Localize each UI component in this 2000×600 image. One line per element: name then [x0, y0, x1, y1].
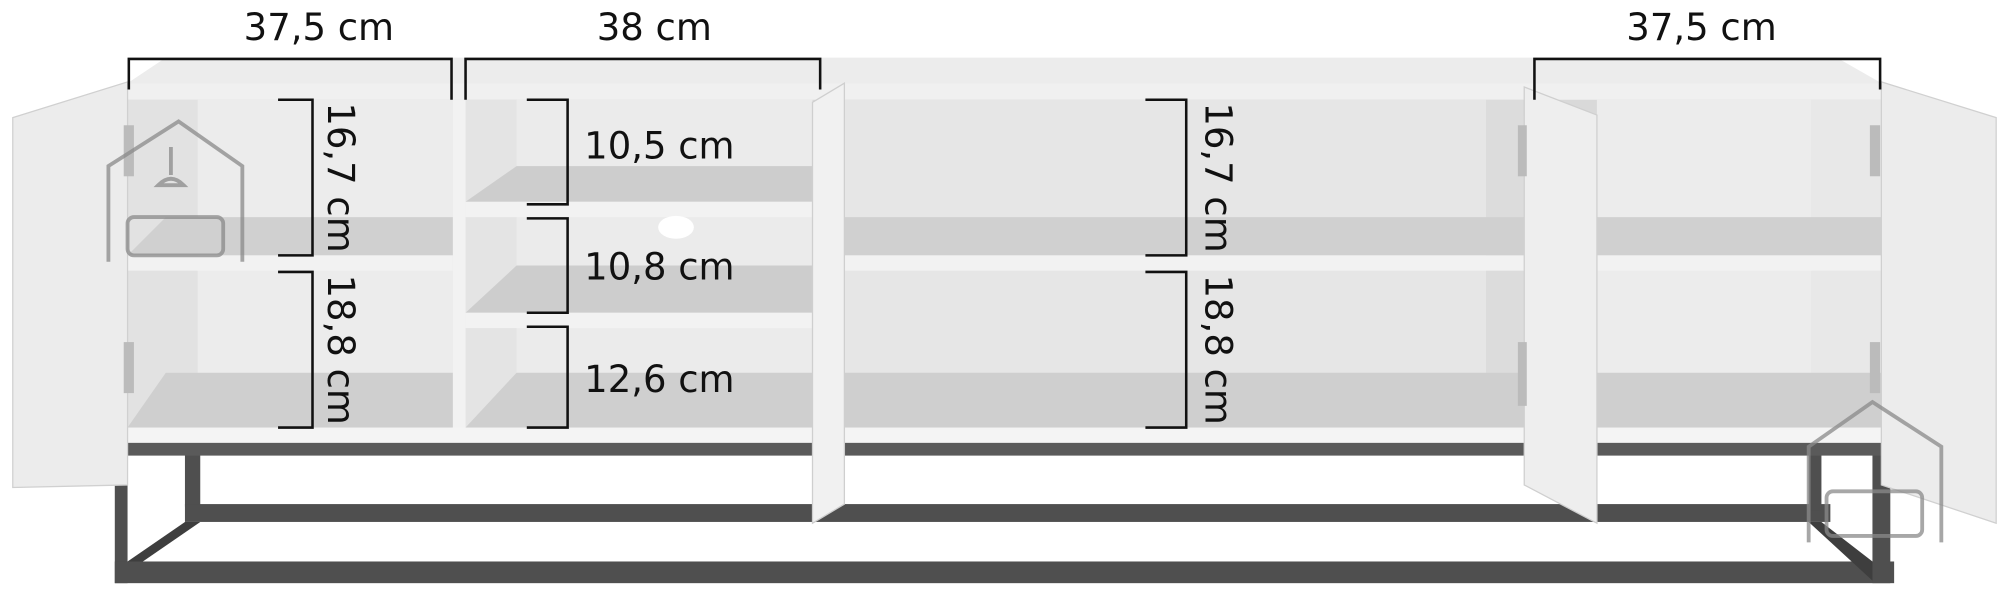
metal-frame: [114, 440, 1895, 584]
width-label-middle: 38 cm: [597, 6, 712, 49]
height-label-left-upper: 16,7 cm: [319, 102, 362, 252]
height-bracket-middle-mid: [526, 217, 569, 315]
height-bracket-middle-top: [526, 98, 569, 206]
height-bracket-center-lower: [1145, 270, 1188, 429]
right-door: [1880, 81, 1997, 525]
left-door: [12, 81, 129, 489]
width-bracket-right: [1533, 57, 1882, 100]
doors: [12, 81, 1997, 525]
height-label-center-lower: 18,8 cm: [1196, 275, 1239, 425]
watermark-logo-icon: [106, 119, 245, 262]
width-label-left: 37,5 cm: [244, 6, 394, 49]
watermark-logo-icon: [1806, 399, 1944, 543]
width-bracket-left: [127, 57, 453, 100]
height-label-left-lower: 18,8 cm: [319, 275, 362, 425]
width-bracket-middle: [464, 57, 822, 100]
height-bracket-left-lower: [278, 270, 314, 429]
height-label-middle-top: 10,5 cm: [584, 124, 734, 167]
center-right-door: [1523, 86, 1598, 525]
cable-hole: [658, 215, 694, 239]
height-bracket-left-upper: [278, 98, 314, 257]
height-bracket-center-upper: [1145, 98, 1188, 257]
middle-door: [811, 82, 846, 525]
width-label-right: 37,5 cm: [1626, 6, 1776, 49]
height-label-center-upper: 16,7 cm: [1196, 102, 1239, 252]
height-label-middle-bottom: 12,6 cm: [584, 358, 734, 401]
height-bracket-middle-bottom: [526, 325, 569, 429]
height-label-middle-mid: 10,8 cm: [584, 246, 734, 289]
cabinet-body: [127, 57, 1882, 443]
